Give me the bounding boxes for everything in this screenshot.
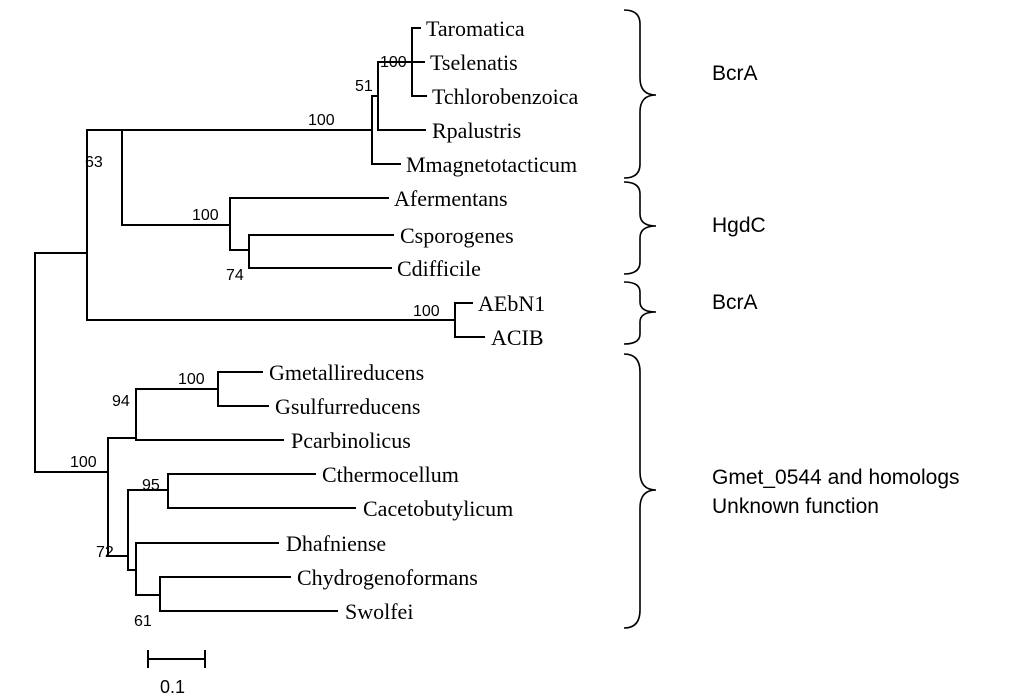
support-value: 95	[142, 477, 160, 494]
taxon-label: Taromatica	[426, 16, 525, 41]
bracket-bcra-upper	[623, 9, 657, 179]
support-value: 100	[70, 454, 97, 471]
taxon-label: Dhafniense	[286, 531, 386, 556]
support-value: 74	[226, 267, 244, 284]
support-value: 100	[308, 112, 335, 129]
taxon-label: Csporogenes	[400, 223, 514, 248]
support-values: 100 51 100 63 100 74 100 100 94 100 95 7…	[70, 54, 440, 630]
group-label-bcra: BcrA	[712, 62, 758, 85]
support-value: 94	[112, 393, 130, 410]
bracket-hgdc	[623, 181, 657, 275]
taxon-label: AEbN1	[478, 291, 545, 316]
support-value: 72	[96, 544, 114, 561]
taxon-label: Tchlorobenzoica	[432, 84, 579, 109]
group-label-unknown-function: Unknown function	[712, 495, 879, 518]
scale-bar-label: 0.1	[160, 677, 185, 697]
bracket-unknown-function	[623, 353, 657, 629]
support-value: 61	[134, 613, 152, 630]
bracket-bcra-lower	[623, 281, 657, 345]
tree-branches	[34, 27, 485, 612]
taxon-label: ACIB	[491, 325, 544, 350]
taxon-label: Mmagnetotacticum	[406, 152, 577, 177]
taxon-labels: Taromatica Tselenatis Tchlorobenzoica Rp…	[269, 16, 579, 624]
taxon-label: Tselenatis	[430, 50, 518, 75]
taxon-label: Cdifficile	[397, 256, 481, 281]
group-label-gmet: Gmet_0544 and homologs	[712, 466, 960, 489]
support-value: 100	[413, 303, 440, 320]
taxon-label: Gsulfurreducens	[275, 394, 420, 419]
support-value: 100	[178, 371, 205, 388]
taxon-label: Afermentans	[394, 186, 508, 211]
support-value: 51	[355, 78, 373, 95]
group-brackets	[623, 9, 657, 629]
group-label-hgdc: HgdC	[712, 214, 766, 237]
support-value: 63	[85, 154, 103, 171]
group-labels: BcrA HgdC BcrA Gmet_0544 and homologs Un…	[712, 62, 960, 518]
taxon-label: Chydrogenoformans	[297, 565, 478, 590]
taxon-label: Cacetobutylicum	[363, 496, 513, 521]
scale-bar: 0.1	[147, 650, 206, 697]
support-value: 100	[380, 54, 407, 71]
taxon-label: Pcarbinolicus	[291, 428, 411, 453]
taxon-label: Swolfei	[345, 599, 413, 624]
taxon-label: Cthermocellum	[322, 462, 459, 487]
taxon-label: Gmetallireducens	[269, 360, 424, 385]
taxon-label: Rpalustris	[432, 118, 521, 143]
group-label-bcra: BcrA	[712, 291, 758, 314]
support-value: 100	[192, 207, 219, 224]
